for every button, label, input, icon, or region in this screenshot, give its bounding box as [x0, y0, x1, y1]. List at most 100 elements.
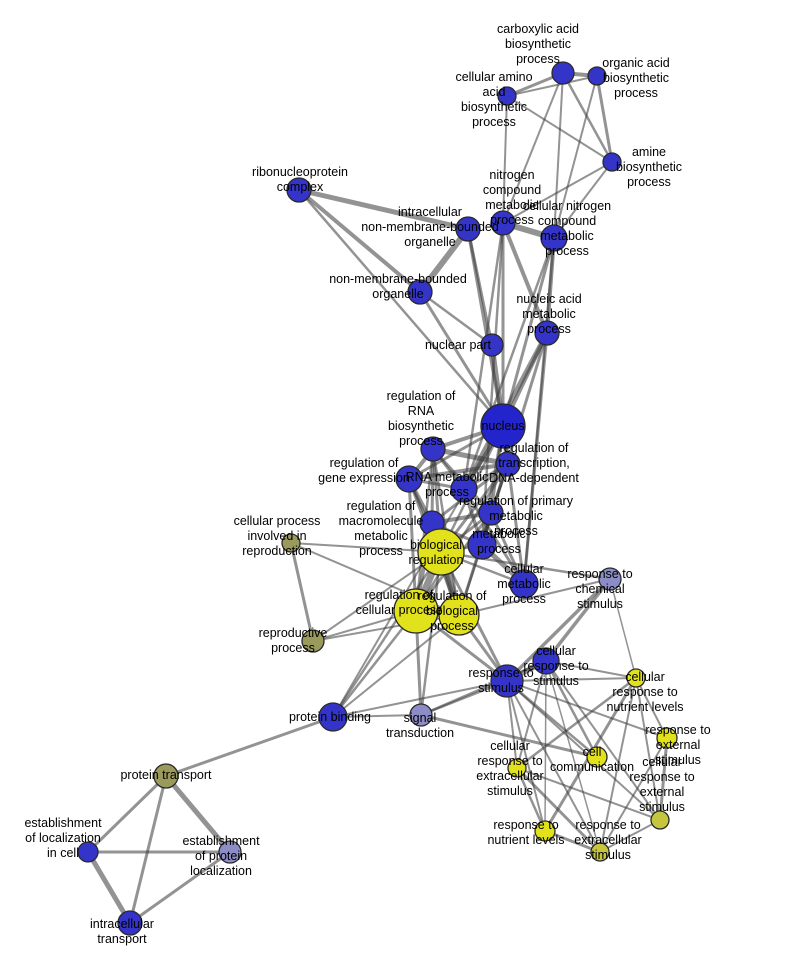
edge-response-to-external-stimulus--cellular-response-to-external-stimulus	[658, 736, 669, 822]
edge-response-to-extracellular-stimulus--cellular-response-to-external-stimulus	[599, 819, 661, 853]
node-cellular-response-to-extracellular-stimulus[interactable]	[507, 758, 527, 778]
node-nucleus[interactable]	[480, 403, 526, 449]
node-cell-communication[interactable]	[586, 746, 608, 768]
edge-amine-biosynthetic-process--nitrogen-compound-metabolic-process	[502, 161, 613, 224]
edge-response-to-extracellular-stimulus--cellular-response-to-extracellular-stimulus	[515, 766, 602, 854]
node-response-to-chemical-stimulus[interactable]	[598, 567, 622, 591]
edge-cellular-response-to-nutrient-levels--response-to-external-stimulus	[635, 677, 668, 739]
node-reproductive-process[interactable]	[301, 629, 325, 653]
edge-establishment-of-protein-localization--intracellular-transport	[128, 850, 232, 925]
edge-response-to-chemical-stimulus--cellular-response-to-nutrient-levels	[609, 578, 637, 679]
node-response-to-nutrient-levels[interactable]	[534, 820, 556, 842]
edge-response-to-stimulus--cellular-response-to-external-stimulus	[506, 680, 661, 821]
edge-cellular-process-involved-in-reproduction--biological-regulation	[290, 542, 442, 553]
node-layer	[77, 61, 678, 936]
node-nuclear-part[interactable]	[480, 333, 504, 357]
edge-establishment-of-localization-in-cell--intracellular-transport	[85, 849, 133, 926]
node-signal-transduction[interactable]	[409, 703, 433, 727]
edge-cellular-response-to-stimulus--cell-communication	[544, 659, 599, 759]
node-regulation-of-transcription-dna-dependent[interactable]	[495, 451, 521, 477]
edge-protein-binding--biological-regulation	[331, 550, 443, 719]
edge-intracellular-non-membrane-bounded-organelle--non-membrane-bounded-organelle	[417, 226, 471, 295]
node-nitrogen-compound-metabolic-process[interactable]	[490, 210, 516, 236]
node-regulation-of-primary-metabolic-process[interactable]	[478, 500, 504, 526]
node-cellular-response-to-nutrient-levels[interactable]	[626, 668, 646, 688]
edge-rna-metabolic-process--cellular-metabolic-process	[462, 487, 526, 586]
node-response-to-extracellular-stimulus[interactable]	[590, 842, 610, 862]
node-cellular-metabolic-process[interactable]	[509, 569, 539, 599]
edge-cellular-response-to-stimulus--response-to-extracellular-stimulus	[545, 660, 601, 853]
edge-response-to-nutrient-levels--cellular-response-to-extracellular-stimulus	[515, 766, 547, 833]
edge-response-to-external-stimulus--response-to-extracellular-stimulus	[599, 737, 668, 853]
node-response-to-external-stimulus[interactable]	[656, 727, 678, 749]
edge-carboxylic-acid-biosynthetic-process--nitrogen-compound-metabolic-process	[502, 72, 564, 224]
edge-cellular-response-to-stimulus--cellular-response-to-external-stimulus	[545, 660, 661, 821]
node-organic-acid-biosynthetic-process[interactable]	[587, 66, 607, 86]
node-intracellular-transport[interactable]	[117, 910, 143, 936]
edge-response-to-stimulus--response-to-nutrient-levels	[506, 680, 546, 832]
edge-response-to-stimulus--response-to-chemical-stimulus	[505, 577, 612, 683]
node-regulation-of-gene-expression[interactable]	[395, 465, 423, 493]
edge-protein-binding--nucleus	[332, 425, 504, 718]
node-ribonucleoprotein-complex[interactable]	[286, 177, 312, 203]
edge-organic-acid-biosynthetic-process--amine-biosynthetic-process	[595, 74, 614, 164]
edge-nucleic-acid-metabolic-process--cellular-metabolic-process	[522, 331, 549, 586]
edge-protein-transport--establishment-of-protein-localization	[163, 773, 233, 855]
node-cellular-process-involved-in-reproduction[interactable]	[281, 533, 301, 553]
edge-cellular-amino-acid-biosynthetic-process--nitrogen-compound-metabolic-process	[502, 95, 508, 224]
edge-response-to-stimulus--cellular-response-to-nutrient-levels	[506, 677, 637, 682]
edge-cellular-process-involved-in-reproduction--reproductive-process	[289, 541, 315, 643]
edge-cellular-response-to-stimulus--cellular-response-to-extracellular-stimulus	[516, 660, 547, 769]
edge-intracellular-non-membrane-bounded-organelle--nuclear-part	[466, 227, 494, 347]
edge-protein-transport--intracellular-transport	[128, 774, 168, 925]
node-intracellular-non-membrane-bounded-organelle[interactable]	[455, 216, 481, 242]
edge-nitrogen-compound-metabolic-process--nucleic-acid-metabolic-process	[501, 221, 549, 335]
node-nucleic-acid-metabolic-process[interactable]	[534, 320, 560, 346]
edge-protein-binding--response-to-stimulus	[332, 680, 508, 718]
edge-protein-transport--establishment-of-localization-in-cell	[86, 774, 168, 854]
edge-organic-acid-biosynthetic-process--cellular-amino-acid-biosynthetic-process	[506, 75, 598, 97]
node-carboxylic-acid-biosynthetic-process[interactable]	[551, 61, 575, 85]
edge-cellular-response-to-stimulus--cellular-response-to-nutrient-levels	[545, 660, 637, 679]
edge-regulation-of-rna-biosynthetic-process--regulation-of-transcription-dna-dependent	[430, 446, 511, 467]
edge-carboxylic-acid-biosynthetic-process--amine-biosynthetic-process	[561, 71, 614, 164]
node-regulation-of-biological-process[interactable]	[438, 594, 480, 636]
node-cellular-response-to-stimulus[interactable]	[532, 647, 560, 675]
edge-cellular-response-to-nutrient-levels--cellular-response-to-extracellular-stimulus	[515, 676, 638, 770]
node-establishment-of-localization-in-cell[interactable]	[77, 841, 99, 863]
node-regulation-of-cellular-process[interactable]	[393, 588, 439, 634]
edge-biological-regulation--signal-transduction	[419, 550, 443, 717]
node-amine-biosynthetic-process[interactable]	[602, 152, 622, 172]
edge-cellular-response-to-stimulus--response-to-chemical-stimulus	[544, 577, 612, 663]
node-non-membrane-bounded-organelle[interactable]	[407, 279, 433, 305]
node-cellular-nitrogen-compound-metabolic-process[interactable]	[540, 224, 568, 252]
edge-ribonucleoprotein-complex--intracellular-non-membrane-bounded-organelle	[296, 187, 471, 232]
node-protein-binding[interactable]	[318, 702, 348, 732]
edge-regulation-of-transcription-dna-dependent--regulation-of-gene-expression	[407, 462, 510, 481]
node-rna-metabolic-process[interactable]	[450, 475, 478, 503]
edge-cellular-response-to-nutrient-levels--cellular-response-to-external-stimulus	[635, 677, 661, 821]
node-establishment-of-protein-localization[interactable]	[218, 840, 242, 864]
node-cellular-amino-acid-biosynthetic-process[interactable]	[497, 86, 517, 106]
node-biological-regulation[interactable]	[417, 528, 465, 576]
edge-ribonucleoprotein-complex--nucleus	[297, 188, 505, 428]
edge-protein-binding--regulation-of-biological-process	[332, 614, 460, 718]
node-response-to-stimulus[interactable]	[490, 664, 524, 698]
edge-signal-transduction--cell-communication	[419, 713, 599, 759]
edge-response-to-chemical-stimulus--regulation-of-biological-process	[458, 578, 611, 616]
node-cellular-response-to-external-stimulus[interactable]	[650, 810, 670, 830]
edge-response-to-stimulus--response-to-external-stimulus	[506, 680, 668, 739]
edge-cellular-response-to-extracellular-stimulus--cellular-response-to-external-stimulus	[516, 767, 661, 821]
node-metabolic-process[interactable]	[467, 530, 497, 560]
node-protein-transport[interactable]	[153, 763, 179, 789]
node-regulation-of-rna-biosynthetic-process[interactable]	[420, 436, 446, 462]
edge-cellular-response-to-nutrient-levels--response-to-extracellular-stimulus	[599, 677, 637, 853]
